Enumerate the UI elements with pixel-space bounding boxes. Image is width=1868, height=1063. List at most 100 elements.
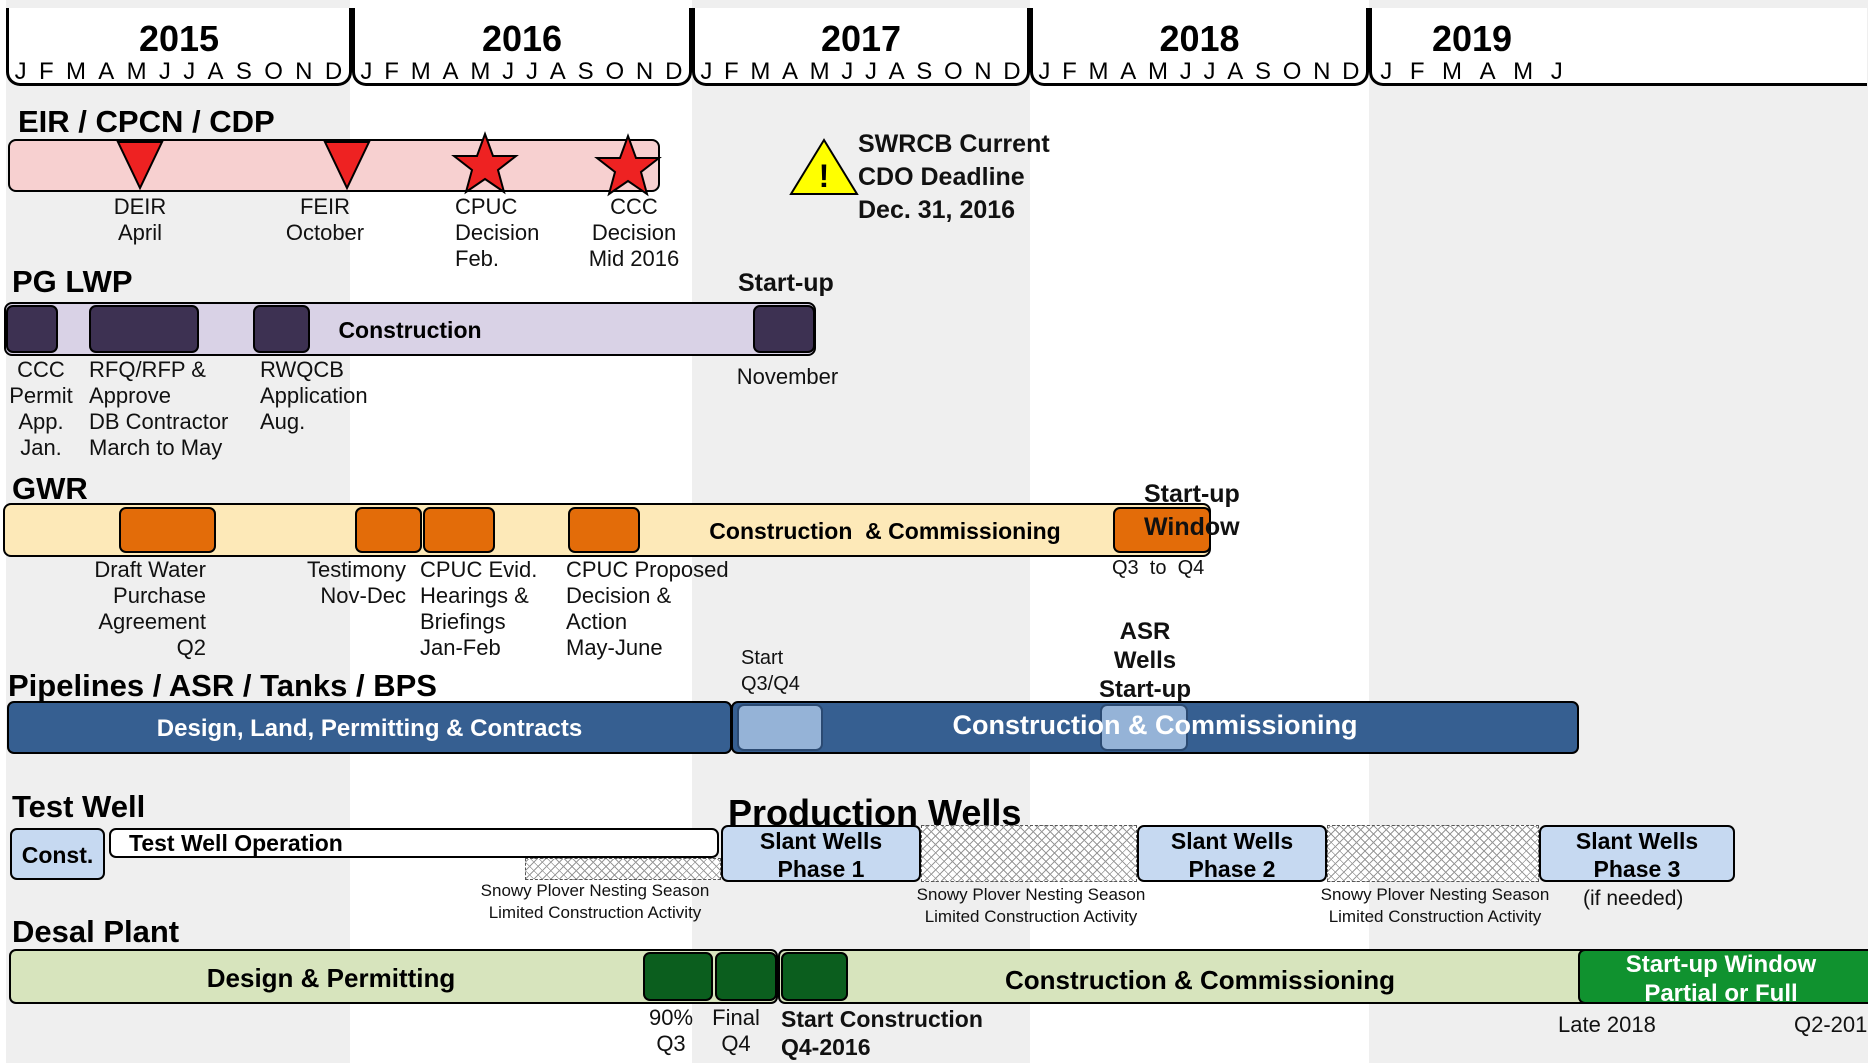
month: M	[1088, 58, 1110, 85]
month: J	[841, 58, 855, 85]
pglwp-bar-label: Construction	[338, 317, 482, 343]
month: N	[974, 58, 993, 85]
month: J	[183, 58, 197, 85]
gwr-draft-water-label: Draft Water Purchase Agreement Q2	[80, 557, 206, 661]
slant-wells-phase1: Slant Wells Phase 1	[721, 825, 921, 882]
year-label: 2015	[138, 18, 220, 59]
deir-triangle-icon	[116, 141, 164, 191]
month: A	[1227, 58, 1245, 85]
label-line: Phase 1	[777, 856, 865, 882]
swrcb-deadline: SWRCB Current CDO Deadline Dec. 31, 2016	[858, 128, 1050, 227]
month: A	[442, 58, 460, 85]
month: M	[65, 58, 87, 85]
year-label: 2017	[820, 18, 902, 59]
plover-note-2017: Snowy Plover Nesting Season Limited Cons…	[896, 884, 1166, 928]
month: A	[888, 58, 906, 85]
gwr-section-title: GWR	[12, 471, 88, 506]
month: A	[549, 58, 567, 85]
month: M	[410, 58, 432, 85]
label-line: Jan-Feb	[420, 635, 501, 660]
label-line: DB Contractor	[89, 409, 229, 434]
warning-icon: !	[789, 138, 859, 195]
desal-late-2018-label: Late 2018	[1558, 1012, 1656, 1037]
month: D	[1342, 58, 1361, 85]
ccc-decision-label: CCC Decision Mid 2016	[584, 194, 684, 272]
label-line: Decision	[455, 220, 540, 245]
month: J	[1380, 58, 1394, 85]
plover-note-2018: Snowy Plover Nesting Season Limited Cons…	[1300, 884, 1570, 928]
desal-start-construction-label: Start Construction Q4-2016	[781, 1005, 983, 1061]
month: F	[384, 58, 400, 85]
pipelines-start-block	[737, 704, 823, 751]
year-label: 2019	[1431, 18, 1513, 59]
asr-wells-startup-label: ASR Wells Start-up	[1090, 617, 1200, 704]
label-line: Decision &	[566, 583, 672, 608]
eir-section-title: EIR / CPCN / CDP	[18, 104, 275, 139]
month: J	[864, 58, 878, 85]
label-line: Final	[712, 1005, 760, 1030]
month: J	[1550, 58, 1564, 85]
label-line: Q3	[656, 1031, 686, 1056]
label-line: 90%	[648, 1005, 694, 1030]
month: S	[916, 58, 934, 85]
label-line: CDO Deadline	[858, 163, 1025, 191]
month: A	[781, 58, 799, 85]
label-line: Agreement	[98, 609, 206, 634]
month: M	[1442, 58, 1464, 85]
label-line: Snowy Plover Nesting Season	[480, 881, 710, 900]
label-line: Mid 2016	[588, 246, 680, 271]
label-line: Start-up	[1099, 676, 1191, 703]
label-line: Partial or Full	[1644, 980, 1798, 1007]
desal-final-label: Final Q4	[706, 1005, 766, 1057]
label-line: ASR	[1119, 618, 1171, 645]
label-line: Limited Construction Activity	[488, 903, 702, 922]
gwr-hearings-label: CPUC Evid. Hearings & Briefings Jan-Feb	[420, 557, 537, 661]
plover-zone-2017	[921, 825, 1137, 882]
label-line: Slant Wells	[1575, 828, 1699, 854]
pglwp-rfq-block	[89, 305, 199, 353]
gwr-testimony-label: Testimony Nov-Dec	[290, 557, 406, 609]
month: S	[235, 58, 253, 85]
desal-start-construction-block	[781, 952, 848, 1001]
month: A	[1120, 58, 1138, 85]
gwr-draft-water-block	[119, 507, 216, 553]
month: N	[1313, 58, 1332, 85]
month: J	[14, 58, 28, 85]
desal-design-label: Design & Permitting	[206, 963, 456, 993]
month: O	[1282, 58, 1303, 85]
pglwp-startup-label: Start-up	[738, 269, 834, 297]
year-label: 2018	[1159, 18, 1240, 59]
month: J	[1038, 58, 1052, 85]
label-line: Feb.	[455, 246, 500, 271]
label-line: Permit	[9, 383, 73, 408]
label-line: Purchase	[113, 583, 206, 608]
desal-final-block	[715, 952, 777, 1001]
month: M	[809, 58, 831, 85]
label-line: Start-up	[1144, 480, 1240, 508]
eir-markers	[116, 131, 662, 197]
label-line: Action	[566, 609, 628, 634]
label-line: Snowy Plover Nesting Season	[916, 885, 1146, 904]
asr-startup-block	[1100, 704, 1188, 751]
label-line: Slant Wells	[1170, 828, 1294, 854]
label-line: Limited Construction Activity	[1328, 907, 1542, 926]
phase3-note: (if needed)	[1583, 887, 1684, 910]
testwell-const-box: Const.	[10, 828, 105, 880]
label-line: Testimony	[306, 557, 406, 582]
month: M	[1147, 58, 1169, 85]
label-line: Q2	[176, 635, 206, 660]
pglwp-ccc-block	[6, 305, 58, 353]
month: D	[665, 58, 684, 85]
label-line: RFQ/RFP &	[89, 357, 206, 382]
label-line: Q4-2016	[781, 1034, 871, 1060]
gwr-hearings-block	[423, 507, 495, 553]
label-line: May-June	[566, 635, 663, 660]
month: J	[158, 58, 172, 85]
label-line: Approve	[89, 383, 171, 408]
month: J	[502, 58, 516, 85]
